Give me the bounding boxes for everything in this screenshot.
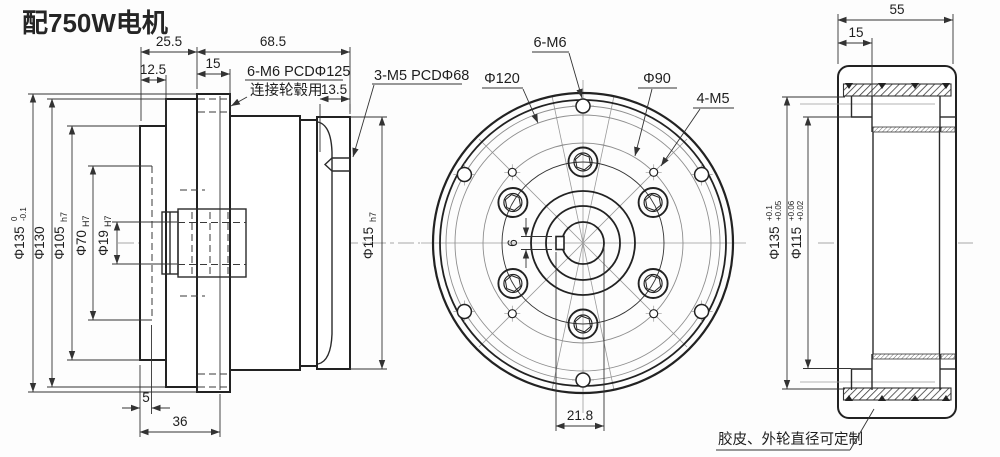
dim-13-5: 13.5 xyxy=(321,82,347,97)
note-text: 胶皮、外轮直径可定制 xyxy=(718,431,863,448)
front-view: 6 21.8 6-M6 Φ120 Φ90 4-M5 xyxy=(421,35,746,431)
m6-hole xyxy=(689,162,714,187)
label-3m5-pcd68: 3-M5 PCDΦ68 xyxy=(374,68,469,84)
dim-wheel-d115: Φ115 +0.06 +0.02 xyxy=(787,200,805,259)
hub-boss-circle xyxy=(545,205,621,281)
dim-d105: Φ105 h7 xyxy=(52,212,69,260)
dim-d70-suffix: H7 xyxy=(81,215,91,227)
rubber-band-top xyxy=(842,83,952,97)
dim-d19-text: Φ19 xyxy=(96,230,111,256)
seam-ring xyxy=(299,119,318,367)
right-view-top-dims: 55 15 xyxy=(837,2,954,96)
outer-diameter-circle xyxy=(431,91,735,395)
dim-12-5: 12.5 xyxy=(140,62,166,77)
wheel-flange-section xyxy=(196,93,231,393)
tread-marks xyxy=(845,83,950,401)
rubber-band-bottom xyxy=(842,387,952,401)
dim-5: 5 xyxy=(142,390,150,405)
dim-d70: Φ70 H7 xyxy=(74,215,91,255)
m5-tapped-hole-section xyxy=(323,157,333,172)
left-view-top-dims: 25.5 68.5 12.5 15 13.5 xyxy=(140,34,351,152)
dim-d70-text: Φ70 xyxy=(74,230,89,256)
keyway-span-dim: 21.8 xyxy=(555,245,605,431)
dim-d130-text: Φ130 xyxy=(32,226,47,259)
screw-pcd-circle xyxy=(501,161,665,325)
dim-25-5: 25.5 xyxy=(156,34,182,49)
left-view-leaders: 6-M6 PCDΦ125 连接轮毂用 3-M5 PCDΦ68 xyxy=(230,64,469,158)
dim-21-8: 21.8 xyxy=(567,408,593,423)
dim-d115-text: Φ115 xyxy=(361,227,376,259)
label-d120: Φ120 xyxy=(484,71,520,87)
d90-circle xyxy=(482,142,684,344)
dim-68-5: 68.5 xyxy=(260,34,286,49)
right-view-diameter-dims: Φ135 +0.1 +0.05 Φ115 +0.06 +0.02 xyxy=(765,96,851,390)
dim-15: 15 xyxy=(205,56,220,71)
wheel-outline xyxy=(837,65,957,419)
m6-hole xyxy=(452,299,477,324)
drawing-title: 配750W电机 xyxy=(22,8,168,38)
keyway xyxy=(555,235,565,251)
m6-hole xyxy=(452,162,477,187)
dim-d19-suffix: H7 xyxy=(103,215,113,227)
dim-wheel-d115-tol-top: +0.06 xyxy=(787,200,796,221)
output-spigot-section xyxy=(316,116,351,370)
dim-wheel-d115-tol-bot: +0.02 xyxy=(796,200,805,221)
right-view: 55 15 Φ135 +0.1 +0.05 Φ115 +0.06 +0.02 xyxy=(716,2,973,451)
dim-d135-text: Φ135 xyxy=(12,226,27,259)
dim-d105-suffix: h7 xyxy=(59,212,69,222)
dim-15-right: 15 xyxy=(848,25,863,40)
label-6m6-pcd125: 6-M6 PCDΦ125 xyxy=(247,64,350,80)
dim-55: 55 xyxy=(889,2,904,17)
hub-step-circle xyxy=(530,190,636,296)
dim-6: 6 xyxy=(505,239,520,247)
dim-d135: Φ135 0 -0.1 xyxy=(10,207,28,260)
dim-d105-text: Φ105 xyxy=(52,226,67,259)
customization-note: 胶皮、外轮直径可定制 xyxy=(716,408,875,451)
dim-wheel-d135-text: Φ135 xyxy=(767,226,782,259)
front-view-labels: 6-M6 Φ120 Φ90 4-M5 xyxy=(482,35,734,167)
dim-d19: Φ19 H7 xyxy=(96,215,113,255)
dim-wheel-d135-tol-bot: +0.05 xyxy=(774,200,783,221)
dim-d135-tol-bot: -0.1 xyxy=(19,207,28,221)
label-4m5: 4-M5 xyxy=(696,91,729,107)
label-d90: Φ90 xyxy=(643,71,671,87)
m6-hole xyxy=(571,368,595,392)
left-view: Φ135 0 -0.1 Φ130 Φ105 h7 Φ70 H7 xyxy=(10,34,469,437)
m6-hole xyxy=(689,299,714,324)
dim-wheel-d135-tol-top: +0.1 xyxy=(765,205,774,221)
dim-wheel-d135: Φ135 +0.1 +0.05 xyxy=(765,200,783,259)
dim-d130: Φ130 xyxy=(32,226,47,259)
dim-36: 36 xyxy=(172,414,187,429)
wheel-hub-structure xyxy=(850,96,956,390)
label-6m6: 6-M6 xyxy=(533,35,566,51)
left-view-diameter-dims: Φ135 0 -0.1 Φ130 Φ105 h7 Φ70 H7 xyxy=(10,93,387,393)
m6-hole xyxy=(571,94,595,118)
keyway-width-dim: 6 xyxy=(505,218,552,268)
label-hub-note: 连接轮毂用 xyxy=(250,82,323,99)
housing-section xyxy=(229,115,301,371)
dim-wheel-d115-text: Φ115 xyxy=(789,227,804,259)
dim-d135-tol-top: 0 xyxy=(10,216,19,221)
dim-d115: Φ115 h7 xyxy=(361,212,378,259)
left-view-bottom-dims: 5 36 xyxy=(122,325,221,437)
dim-d115-suffix: h7 xyxy=(368,212,378,222)
